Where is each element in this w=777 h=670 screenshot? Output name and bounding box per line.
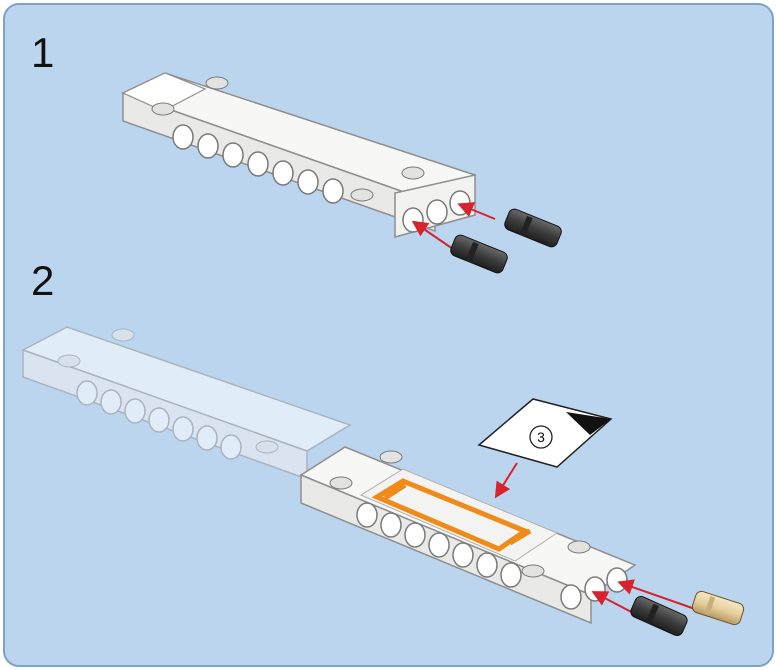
sticker-number-label: 3 [537,429,545,445]
sticker-pointer-arrow [497,463,517,495]
connector-pin-icon [449,233,509,274]
assembly-illustration: 3 [5,5,772,665]
step-2-faded-panel-part [23,327,350,479]
axle-pin-icon [691,590,745,626]
connector-pin-icon [629,595,689,638]
step-1-panel-part [123,73,475,237]
connector-pin-icon [503,207,563,248]
sticker-callout: 3 [479,399,611,495]
instruction-panel: 1 2 [3,3,774,667]
